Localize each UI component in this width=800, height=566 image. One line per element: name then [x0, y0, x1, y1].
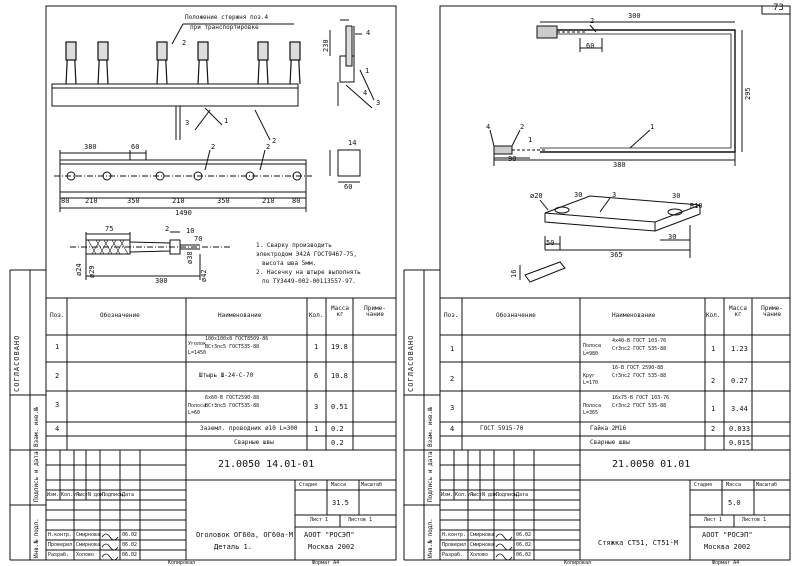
leader-1: 2 [272, 137, 277, 145]
r-dim-50: 50 [546, 239, 555, 247]
right-frame [439, 5, 791, 561]
page-number: 73 [773, 3, 784, 13]
dim-350b: 350 [217, 197, 230, 205]
r-dim-r10: R10 [690, 202, 703, 210]
leader-3b: 3 [376, 99, 381, 107]
dim-1490: 1490 [175, 209, 192, 217]
dim-d29: ø29 [88, 265, 96, 278]
dim-350a: 350 [127, 197, 140, 205]
dim-70: 70 [194, 235, 203, 243]
leader-4: 3 [185, 119, 190, 127]
left-side-field-1: Взам. инв.№ [33, 407, 40, 447]
left-side-field-2: Подпись и дата [33, 451, 40, 502]
left-doc-code: 21.0050 14.01-01 [218, 459, 315, 470]
dim-10: 10 [186, 227, 195, 235]
leader-3: 1 [224, 117, 229, 125]
th-desig: Обозначение [100, 312, 140, 319]
leader-2a: 2 [182, 39, 187, 47]
left-org-1: АООТ "РОСЭП" [304, 531, 355, 539]
right-side-stamp: СОГЛАСОВАНО [407, 334, 415, 392]
r-dim-380: 380 [613, 161, 626, 169]
r-dim-60: 60 [586, 42, 595, 50]
th-mass: Масса кг [330, 305, 350, 318]
right-org-1: АООТ "РОСЭП" [702, 531, 753, 539]
right-tie-views [489, 21, 743, 283]
leader-4b: 4 [363, 89, 368, 97]
dim-2: 2 [165, 225, 170, 233]
dim-60: 60 [131, 143, 140, 151]
r-leader-2b: 2 [520, 123, 525, 131]
th-pos: Поз. [50, 312, 65, 319]
right-doc-code: 21.0050 01.01 [612, 459, 691, 470]
leader-1b: 1 [365, 67, 370, 75]
left-mass-value: 31.5 [332, 499, 349, 507]
note-4: 2. Насечку на штыре выполнять [256, 269, 361, 276]
left-frame [45, 5, 397, 561]
note-1: 1. Сварку производить [256, 242, 332, 249]
left-side-field-3: Инв.№ подл. [33, 518, 40, 558]
r-dim-d20: ø20 [530, 192, 543, 200]
r-dim-300: 300 [628, 12, 641, 20]
callout-title-2: при транспортировке [190, 24, 259, 31]
r-leader-4: 4 [486, 123, 491, 131]
right-title: Стяжка СТ51, СТ51-М [598, 539, 679, 547]
left-title-1: Оголовок ОГ60а, ОГ60а-М [196, 531, 293, 539]
th-qty: Кол. [309, 312, 324, 319]
leader-2c: 2 [266, 143, 271, 151]
right-mass-value: 5.0 [728, 499, 741, 507]
dim-300: 300 [155, 277, 168, 285]
dim-75: 75 [105, 225, 114, 233]
leader-1c: 2 [211, 143, 216, 151]
r-leader-1b: 1 [528, 136, 533, 144]
callout-title-1: Положение стержня поз.4 [185, 14, 269, 21]
left-side-stamp: СОГЛАСОВАНО [13, 334, 21, 392]
dim-210a: 210 [85, 197, 98, 205]
note-3: высота шва 5мм. [262, 260, 317, 267]
left-org-2: Москва 2002 [308, 543, 355, 551]
r-dim-30c: 30 [668, 233, 677, 241]
leader-2b: 4 [366, 29, 371, 37]
dim-230: 230 [322, 39, 330, 52]
dim-d24: ø24 [75, 263, 83, 276]
dim-d42: ø42 [200, 269, 208, 282]
r-dim-30b: 30 [672, 192, 681, 200]
signatures [101, 533, 513, 561]
dim-80a: 80 [61, 197, 70, 205]
r-dim-295: 295 [744, 87, 752, 100]
right-org-2: Москва 2002 [704, 543, 751, 551]
r-dim-90: 90 [508, 155, 517, 163]
dim-80b: 80 [292, 197, 301, 205]
dim-d38: ø38 [186, 251, 194, 264]
r-dim-16: 16 [510, 269, 518, 278]
r-leader-2: 2 [590, 17, 595, 25]
note-2: электродом Э42А ГОСТ9467-75, [256, 251, 358, 258]
r-dim-30a: 30 [574, 191, 583, 199]
dim-60b: 60 [344, 183, 353, 191]
dim-210c: 210 [262, 197, 275, 205]
dim-380: 380 [84, 143, 97, 151]
dim-14: 14 [348, 139, 357, 147]
r-dim-365: 365 [610, 251, 623, 259]
th-name: Наименование [218, 312, 262, 319]
r-leader-1: 1 [650, 123, 655, 131]
left-assembly-view [51, 19, 375, 280]
left-title-2: Деталь 1. [214, 543, 252, 551]
th-note: Приме- чание [364, 305, 386, 318]
r-leader-3: 3 [612, 191, 617, 199]
note-5: по ТУ3449-002-00113557-97. [262, 278, 356, 285]
dim-210b: 210 [172, 197, 185, 205]
